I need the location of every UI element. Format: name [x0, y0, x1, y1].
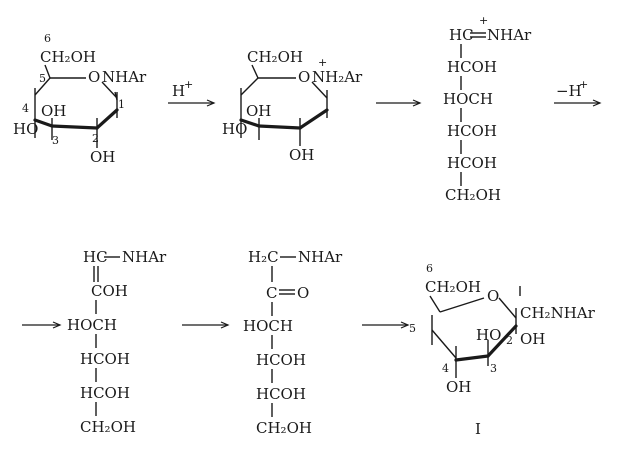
s5-carbonyl-c: C — [266, 284, 277, 302]
structure-ketose: H₂C NHAr C O HOCH HCOH HCOH CH₂OH — [243, 248, 343, 437]
s2-ring-oxygen: O — [298, 68, 310, 86]
arrow5-head — [220, 321, 230, 329]
arrow4-head — [52, 321, 62, 329]
s5-carbonyl-o: O — [297, 284, 309, 302]
s3-nhar-label: NHAr — [487, 26, 532, 44]
s4-row2: HOCH — [67, 316, 117, 334]
arrow-deprotonation: −H + — [554, 78, 602, 107]
s1-c6-bond — [44, 64, 51, 79]
s6-ch2oh-label: CH₂OH — [425, 278, 481, 296]
arrow3-head — [592, 99, 602, 107]
s2-bold-c2-c1 — [298, 108, 329, 130]
arrow-ring-opening — [376, 99, 422, 107]
s3-row2: HOCH — [443, 90, 493, 108]
arrow2-head — [412, 99, 422, 107]
arrow3-label: −H — [556, 82, 582, 100]
s1-bold-c4-c3 — [33, 118, 54, 128]
s2-nh2ar-label: NH₂Ar — [312, 68, 363, 86]
s4-row3: HCOH — [80, 350, 130, 368]
s2-oh4-label: OH — [246, 102, 271, 120]
s3-row3: HCOH — [447, 122, 497, 140]
s5-nhar-label: NHAr — [298, 248, 343, 266]
arrow1-superscript: + — [184, 78, 193, 91]
s2-ho-label: HO — [222, 120, 247, 138]
s1-nhar-bond — [114, 91, 118, 101]
structure-glycosylamine: 6 CH₂OH 5 O NHAr 1 4 OH HO 3 2 OH — [13, 32, 147, 166]
s3-row5: CH₂OH — [445, 186, 501, 204]
s2-bold-c4-c3 — [239, 118, 261, 128]
s6-bond-c5-o — [439, 297, 485, 313]
s1-locant-2: 2 — [92, 132, 99, 145]
s6-ch2nhar-label: CH₂NHAr — [520, 304, 596, 322]
s1-bond-c5-c4 — [34, 77, 51, 96]
s1-locant-5: 5 — [39, 72, 46, 85]
s2-oh2-label: OH — [289, 146, 314, 164]
s3-row1: HCOH — [447, 58, 497, 76]
s6-ring-oxygen: O — [487, 287, 499, 305]
s1-nhar-label: NHAr — [102, 68, 147, 86]
s5-h2c-label: H₂C — [248, 248, 279, 266]
arrow-to-ketose — [182, 321, 230, 329]
s1-bold-c2-c1 — [95, 108, 119, 130]
structure-protonated: CH₂OH + O NH₂Ar OH HO OH — [222, 48, 363, 164]
s4-row4: HCOH — [80, 384, 130, 402]
s1-ho-label: HO — [13, 120, 38, 138]
arrow6-head — [400, 321, 410, 329]
s2-ch2oh-label: CH₂OH — [247, 48, 303, 66]
s4-nhar-label: NHAr — [122, 248, 167, 266]
s1-locant-6: 6 — [44, 32, 51, 45]
s1-ring-oxygen: O — [88, 68, 100, 86]
structure-enol: HC NHAr COH HOCH HCOH HCOH CH₂OH — [67, 248, 167, 436]
s6-bold-c3-c2 — [486, 324, 518, 358]
s6-locant-4: 4 — [442, 362, 449, 375]
s6-locant-6: 6 — [426, 262, 433, 275]
arrow1-label: H — [172, 82, 185, 100]
s6-bold-c4-c3 — [454, 354, 490, 362]
s2-bond-o-c1 — [311, 81, 328, 99]
s1-locant-1: 1 — [118, 98, 125, 111]
s6-oh2-label: OH — [520, 330, 545, 348]
arrow-to-furanose — [362, 321, 410, 329]
s6-bond-o-c2 — [498, 297, 517, 319]
s3-plus: + — [479, 14, 488, 27]
s3-row4: HCOH — [447, 154, 497, 172]
structure-product-furanose: 6 CH₂OH O CH₂NHAr 5 HO 2 OH 4 3 OH I — [409, 262, 596, 438]
s6-oh4-label: OH — [446, 378, 471, 396]
arrow-protonation: H + — [168, 78, 216, 107]
s4-hc-label: HC — [83, 248, 108, 266]
s2-bold-c3-c2 — [257, 124, 302, 130]
s1-locant-3: 3 — [52, 134, 59, 147]
s5-row3: HCOH — [256, 351, 306, 369]
s6-locant-2: 2 — [506, 334, 513, 347]
s5-row4: HCOH — [256, 385, 306, 403]
s6-locant-3: 3 — [490, 362, 497, 375]
s5-row2: HOCH — [243, 317, 293, 335]
s6-c6-bond — [429, 295, 441, 313]
s4-row1: COH — [91, 282, 128, 300]
structure-iminium: + HC NHAr HCOH HOCH HCOH HCOH CH₂OH — [443, 14, 532, 204]
s2-c6-bond — [251, 64, 259, 79]
s6-locant-5: 5 — [409, 322, 416, 335]
s1-bold-c3-c2 — [50, 124, 99, 130]
s6-ho-label: HO — [476, 326, 501, 344]
s1-oh4-label: OH — [41, 102, 66, 120]
s1-bond-o-c1 — [101, 81, 118, 99]
s2-bond-c5-c4 — [240, 77, 259, 96]
arrow3-superscript: + — [579, 78, 588, 91]
s6-bond-c5-c4 — [431, 329, 457, 359]
s4-row5: CH₂OH — [80, 418, 136, 436]
arrow1-head — [206, 99, 216, 107]
s3-hc-label: HC — [449, 26, 474, 44]
s1-oh2-label: OH — [90, 148, 115, 166]
s2-plus: + — [318, 56, 327, 69]
s1-ch2oh-label: CH₂OH — [40, 48, 96, 66]
s5-row5: CH₂OH — [256, 419, 312, 437]
s1-locant-4: 4 — [22, 102, 29, 115]
arrow-to-enol — [22, 321, 62, 329]
s6-compound-label: I — [475, 420, 481, 438]
